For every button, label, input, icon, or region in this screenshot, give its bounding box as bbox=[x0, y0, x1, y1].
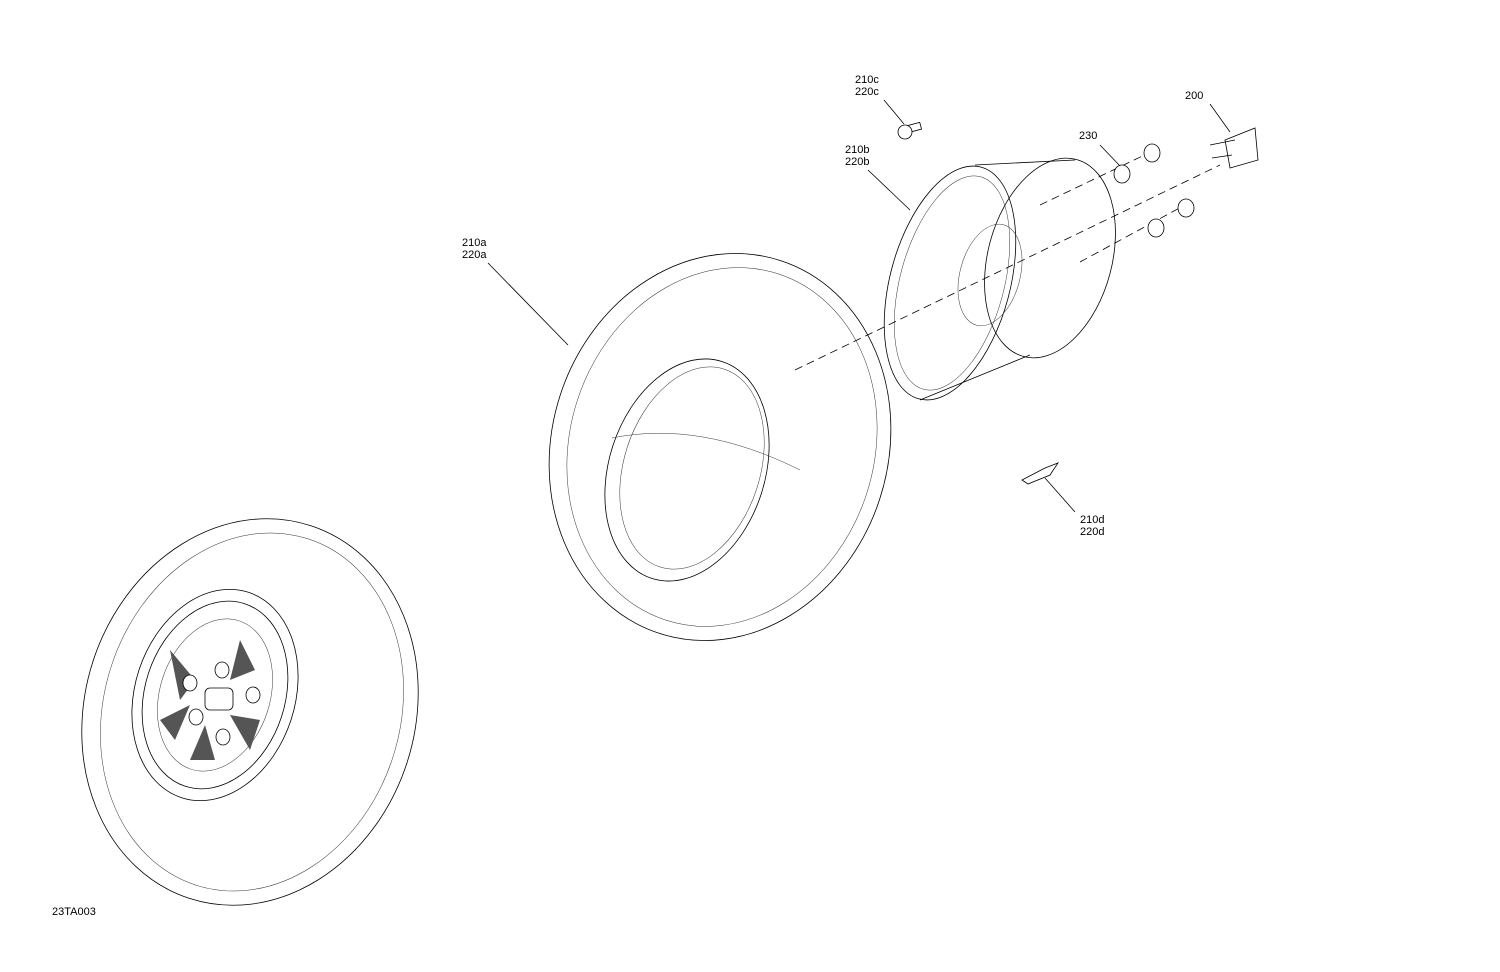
callout-label: 200 bbox=[1185, 90, 1204, 102]
callout-label: 220b bbox=[845, 156, 870, 168]
callout-label: 210a bbox=[462, 237, 487, 249]
callout-label: 220d bbox=[1080, 526, 1105, 538]
callout-200: 200 bbox=[1185, 90, 1203, 102]
diagram-id: 23TA003 bbox=[52, 906, 96, 918]
hub-cap-200 bbox=[1209, 127, 1259, 169]
wheel-weight-210d bbox=[1021, 462, 1060, 485]
tire-210a bbox=[548, 253, 892, 641]
callout-label: 220c bbox=[855, 86, 879, 98]
callout-label: 230 bbox=[1079, 130, 1098, 142]
valve-stem-210c bbox=[897, 121, 923, 140]
callout-label: 210b bbox=[845, 144, 870, 156]
lug-nuts bbox=[182, 661, 261, 746]
callout-label: 210c bbox=[855, 74, 879, 86]
callout-230: 230 bbox=[1079, 130, 1097, 142]
rim-210b bbox=[883, 157, 1116, 401]
assembled-wheel bbox=[81, 518, 419, 906]
callout-label: 220a bbox=[462, 249, 487, 261]
leader-lines bbox=[487, 99, 1231, 513]
lug-nut-230 bbox=[1113, 143, 1195, 238]
callout-label: 210d bbox=[1080, 514, 1105, 526]
